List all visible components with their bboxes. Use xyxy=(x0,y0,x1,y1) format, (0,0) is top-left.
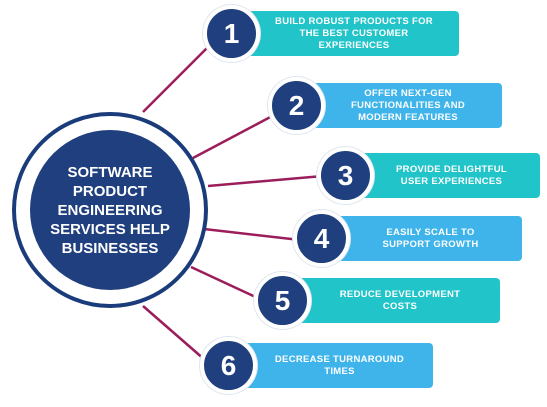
benefit-number-badge-5: 5 xyxy=(254,272,311,329)
connector-3 xyxy=(207,174,324,188)
benefit-number-badge-3: 3 xyxy=(317,147,374,204)
benefit-label-5: REDUCE DEVELOPMENT COSTS xyxy=(339,288,461,312)
benefit-number-6: 6 xyxy=(220,349,237,381)
connector-4 xyxy=(203,227,301,242)
benefit-number-1: 1 xyxy=(223,17,240,49)
benefit-number-5: 5 xyxy=(274,284,291,316)
benefit-pill-2: OFFER NEXT-GEN FUNCTIONALITIES AND MODER… xyxy=(286,83,502,128)
benefit-label-1: BUILD ROBUST PRODUCTS FOR THE BEST CUSTO… xyxy=(275,15,433,51)
connector-5 xyxy=(190,265,263,302)
benefit-label-3: PROVIDE DELIGHTFUL USER EXPERIENCES xyxy=(396,163,507,187)
connector-2 xyxy=(192,112,277,160)
connector-1 xyxy=(142,42,213,113)
benefit-label-6: DECREASE TURNAROUND TIMES xyxy=(274,353,405,377)
benefit-label-4: EASILY SCALE TO SUPPORT GROWTH xyxy=(382,226,479,250)
hub-title: SOFTWARE PRODUCT ENGINEERING SERVICES HE… xyxy=(50,163,170,257)
benefit-number-badge-4: 4 xyxy=(293,210,350,267)
hub-circle: SOFTWARE PRODUCT ENGINEERING SERVICES HE… xyxy=(30,130,190,290)
benefit-number-badge-6: 6 xyxy=(200,337,257,394)
benefit-number-3: 3 xyxy=(337,159,354,191)
benefit-number-2: 2 xyxy=(288,89,305,121)
benefit-number-badge-2: 2 xyxy=(268,77,325,134)
benefit-label-2: OFFER NEXT-GEN FUNCTIONALITIES AND MODER… xyxy=(350,87,466,123)
benefit-number-badge-1: 1 xyxy=(203,5,260,62)
benefit-number-4: 4 xyxy=(313,222,330,254)
benefit-pill-1: BUILD ROBUST PRODUCTS FOR THE BEST CUSTO… xyxy=(221,11,459,56)
connector-6 xyxy=(142,305,206,361)
